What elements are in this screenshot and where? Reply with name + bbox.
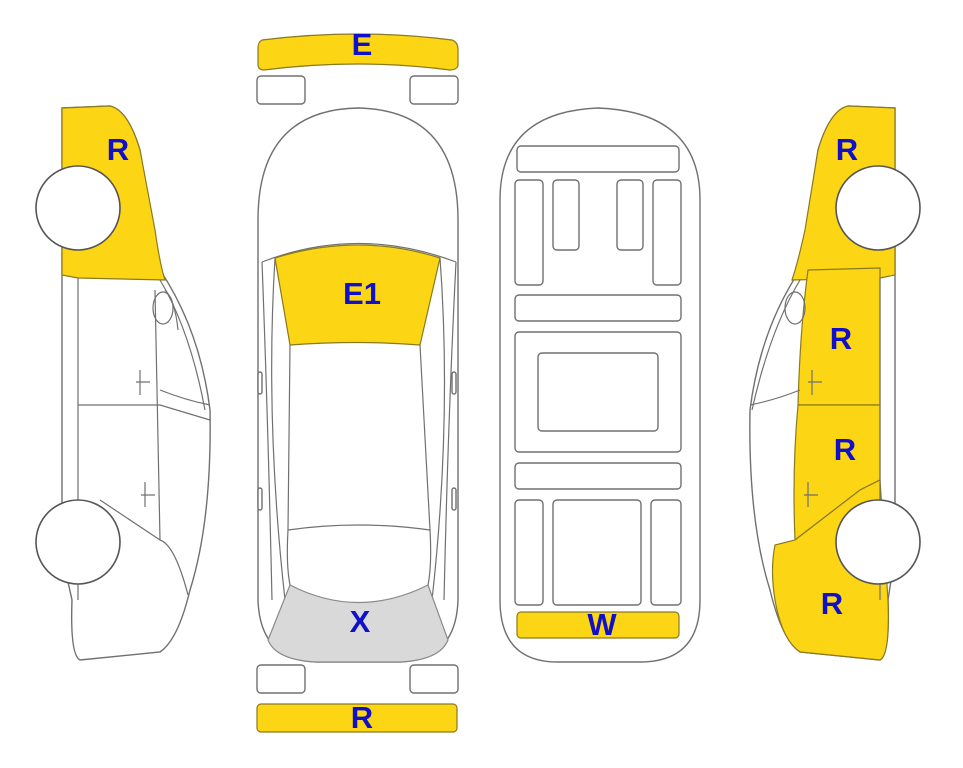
rear-right-light <box>409 664 459 694</box>
top-view: E E1 X R <box>256 27 459 735</box>
front-left-light <box>256 75 306 105</box>
label-underbody-rear: W <box>587 607 617 642</box>
label-front-bumper: E <box>352 27 373 62</box>
right-front-wheel <box>835 165 921 251</box>
right-side-view: R R R R <box>749 105 921 661</box>
front-right-light <box>409 75 459 105</box>
label-rear-window: X <box>350 604 371 639</box>
label-right-front-fender: R <box>836 132 858 167</box>
label-right-front-door: R <box>830 321 852 356</box>
left-rear-wheel <box>35 499 121 585</box>
front-bumper-damage[interactable] <box>257 33 459 71</box>
label-right-rear-door: R <box>834 432 856 467</box>
underbody-rear-damage[interactable] <box>516 611 680 639</box>
label-left-front-fender: R <box>107 132 129 167</box>
left-front-wheel <box>35 165 121 251</box>
label-windshield: E1 <box>343 276 381 311</box>
left-side-view: R <box>35 105 211 661</box>
label-rear-bumper: R <box>351 700 373 735</box>
top-view-body <box>257 107 459 663</box>
right-rear-wheel <box>835 499 921 585</box>
rear-window-damage[interactable] <box>267 584 449 663</box>
rear-bumper-damage[interactable] <box>256 703 458 733</box>
label-right-rear-quarter: R <box>821 586 843 621</box>
underbody-view: W <box>499 107 701 663</box>
rear-left-light <box>256 664 306 694</box>
